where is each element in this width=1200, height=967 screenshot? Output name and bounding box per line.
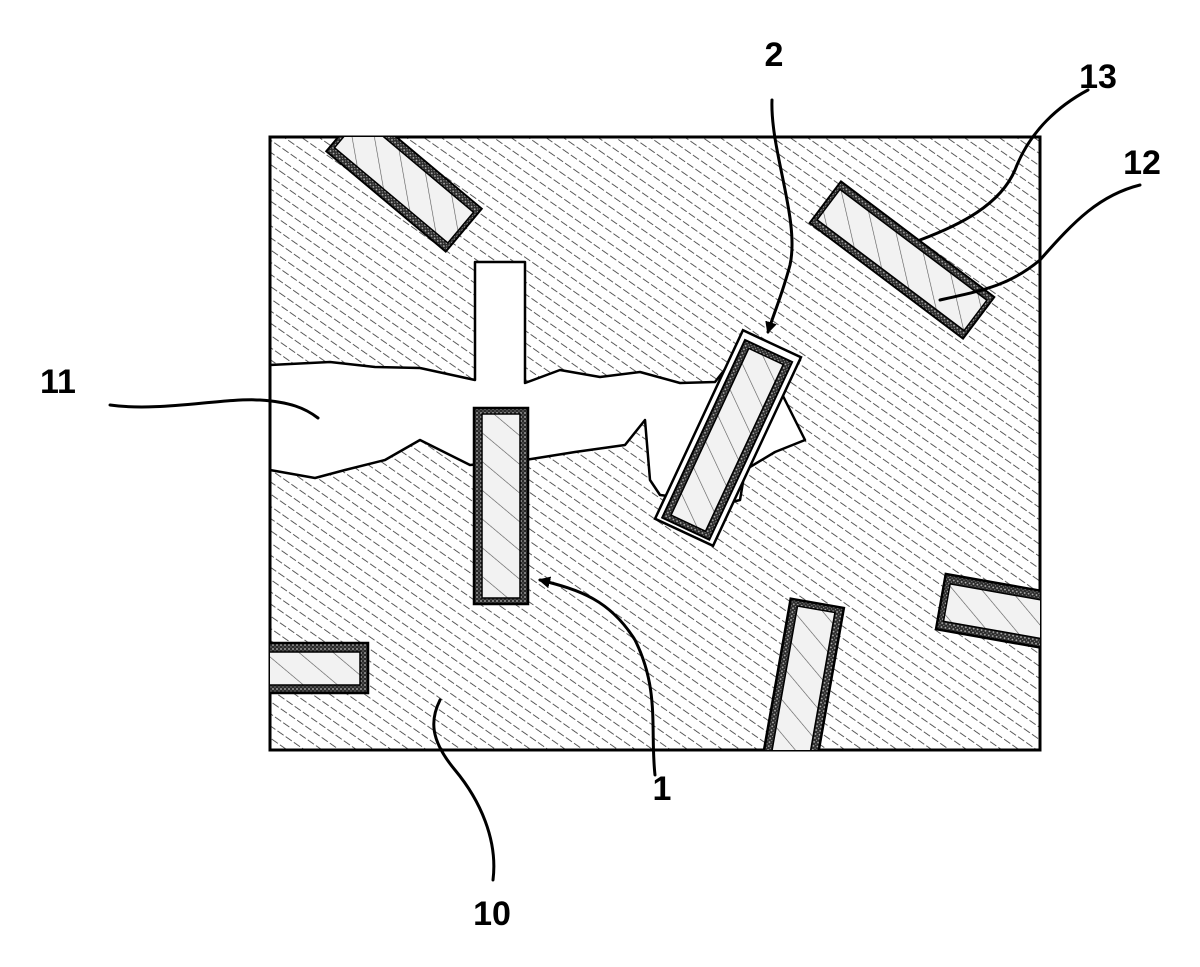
fiber-top-left <box>324 137 484 253</box>
fiber-bottom-middle <box>756 597 846 750</box>
crack <box>268 260 807 507</box>
fiber-bottom-left <box>270 641 370 695</box>
label-11: 11 <box>40 363 76 401</box>
label-1: 1 <box>653 770 672 808</box>
leader-12 <box>938 183 1142 302</box>
leader-2 <box>765 98 794 334</box>
leader-lines <box>108 88 1142 882</box>
matrix-block <box>268 135 1042 752</box>
label-13: 13 <box>1079 58 1117 96</box>
fiber-right-edge <box>934 572 1040 654</box>
leader-10 <box>432 698 496 882</box>
reference-labels: 2 13 12 11 1 10 <box>40 36 1161 933</box>
fiber-1 <box>472 406 530 606</box>
label-10: 10 <box>473 895 511 933</box>
leader-1 <box>538 576 657 777</box>
label-12: 12 <box>1123 144 1161 182</box>
leader-13 <box>918 88 1090 242</box>
label-2: 2 <box>765 36 784 74</box>
leader-11 <box>108 398 320 420</box>
matrix-border <box>268 135 1042 752</box>
fiber-2 <box>653 328 803 548</box>
